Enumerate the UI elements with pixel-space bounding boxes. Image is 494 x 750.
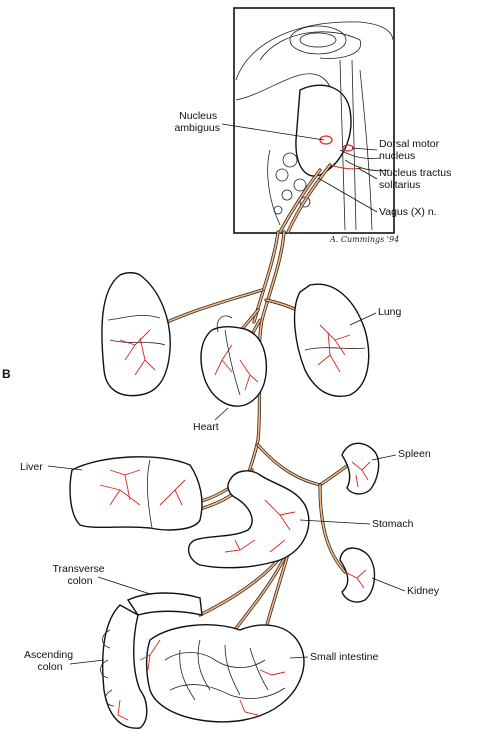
- signature: A. Cummings '94: [329, 235, 399, 244]
- brainstem-inset: A. Cummings '94: [233, 7, 399, 244]
- label-nucleus-tractus-solitarius: Nucleus tractus solitarius: [379, 167, 454, 191]
- inset-labels: Nucleus ambiguus Dorsal motor nucleus Nu…: [174, 110, 454, 218]
- cerebellum-texture: [267, 149, 311, 226]
- label-lung: Lung: [378, 306, 402, 318]
- label-ascending-colon: Ascending colon: [24, 649, 76, 673]
- label-liver: Liver: [20, 461, 43, 473]
- label-kidney: Kidney: [407, 585, 440, 597]
- label-transverse-colon: Transverse colon: [52, 563, 107, 587]
- label-nucleus-ambiguus: Nucleus ambiguus: [174, 110, 220, 134]
- label-spleen: Spleen: [398, 448, 431, 460]
- label-small-intestine: Small intestine: [310, 651, 378, 663]
- kidney: [339, 547, 376, 603]
- nucleus-ambiguus-mark: [319, 135, 333, 145]
- right-lung: [293, 283, 370, 397]
- left-lung: [101, 272, 171, 397]
- panel-letter: B: [2, 367, 11, 381]
- organ-labels: Lung Heart Liver Spleen Stomach Kidney T…: [20, 306, 440, 673]
- label-stomach: Stomach: [372, 518, 414, 530]
- colon-and-small-intestine: [100, 592, 305, 729]
- label-heart: Heart: [193, 421, 219, 433]
- heart: [200, 315, 268, 407]
- label-vagus-nerve: Vagus (X) n.: [379, 206, 437, 218]
- label-dorsal-motor-nucleus: Dorsal motor nucleus: [379, 138, 442, 162]
- spleen: [341, 442, 380, 495]
- liver: [69, 456, 203, 531]
- stomach: [187, 470, 310, 569]
